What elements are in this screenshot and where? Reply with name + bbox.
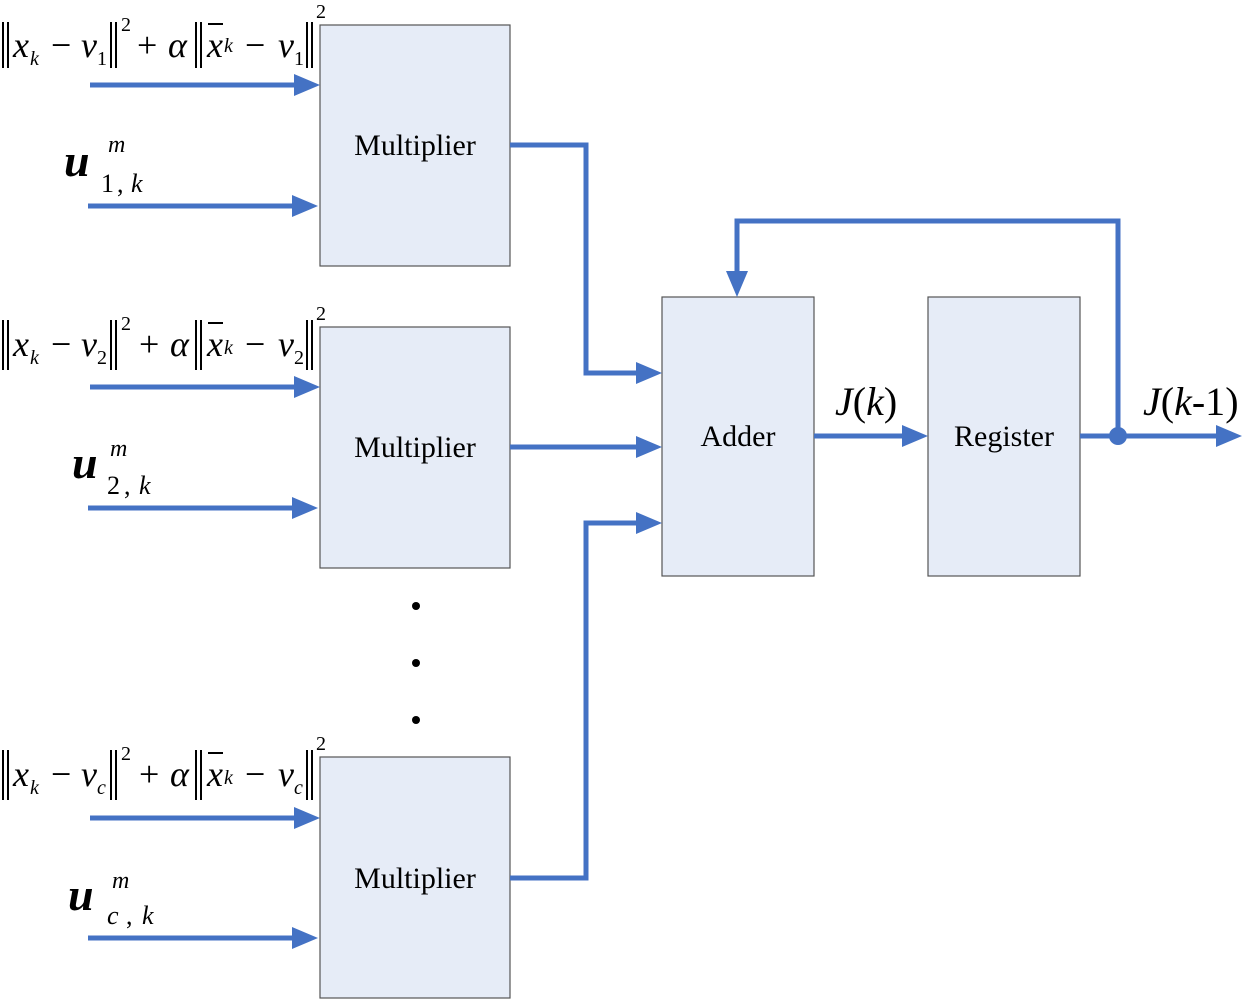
arrowhead	[636, 512, 662, 534]
membership-symbol-1: u	[64, 135, 90, 186]
svg-text:xk−v1: xk−v1	[12, 25, 107, 70]
distance-formula-2: xk−v2 2 +α xk−v2 2	[2, 303, 326, 370]
svg-text:+α: +α	[139, 324, 190, 364]
arrowhead	[636, 362, 662, 384]
svg-text:2: 2	[121, 313, 131, 335]
multiplier-block-1	[319, 24, 511, 267]
arrowhead	[294, 74, 320, 96]
membership-symbol-c: u	[68, 869, 94, 920]
arrowhead	[292, 927, 318, 949]
junction-dot	[1109, 427, 1127, 445]
svg-text:xk−v1: xk−v1	[206, 25, 304, 70]
multiplier-block-c	[319, 756, 511, 999]
arrowhead	[902, 425, 928, 447]
svg-text:2: 2	[121, 743, 131, 765]
svg-text:xk−v2: xk−v2	[206, 324, 304, 369]
wire-multiplier-1-to-adder	[510, 142, 640, 376]
adder-block	[661, 296, 815, 577]
multiplier-label-c: Multiplier	[354, 862, 476, 895]
wire-multiplier-c-to-adder	[510, 520, 640, 881]
svg-text:2: 2	[121, 14, 131, 36]
membership-subscript-c: c,k	[107, 901, 154, 930]
arrowhead	[636, 436, 662, 458]
membership-exponent-2: m	[110, 436, 127, 462]
svg-text:+α: +α	[137, 25, 188, 65]
ellipsis-dot	[412, 659, 420, 667]
ellipsis-dot	[412, 602, 420, 610]
distance-formula-c: xk−vc 2 +α xk−vc 2	[2, 733, 326, 800]
register-block	[927, 296, 1081, 577]
arrowhead	[1216, 425, 1242, 447]
wire-feedback-loop	[734, 218, 1121, 436]
membership-subscript-2: 2,k	[107, 471, 151, 500]
register-label: Register	[954, 420, 1054, 453]
distance-formula-1: xk−v1 2 +α xk−v1 2	[2, 1, 326, 70]
membership-exponent-1: m	[108, 132, 125, 158]
register-output-label: J(k-1)	[1143, 379, 1239, 424]
svg-text:xk−v2: xk−v2	[12, 324, 107, 369]
svg-text:2: 2	[316, 733, 326, 755]
membership-symbol-2: u	[72, 437, 98, 488]
svg-text:xk−vc: xk−vc	[206, 754, 303, 799]
ellipsis-dot	[412, 716, 420, 724]
multiplier-label-2: Multiplier	[354, 431, 476, 464]
svg-text:2: 2	[316, 1, 326, 23]
multiplier-label-1: Multiplier	[354, 129, 476, 162]
arrowhead	[726, 271, 748, 297]
arrowhead	[292, 497, 318, 519]
multiplier-block-2	[319, 326, 511, 569]
adder-label: Adder	[701, 420, 776, 453]
arrowhead	[294, 807, 320, 829]
svg-text:+α: +α	[139, 754, 190, 794]
arrowhead	[294, 376, 320, 398]
arrowhead	[292, 195, 318, 217]
svg-text:xk−vc: xk−vc	[12, 754, 106, 799]
adder-output-label: J(k)	[835, 379, 897, 424]
membership-exponent-c: m	[112, 868, 129, 894]
membership-subscript-1: 1,k	[101, 169, 143, 198]
svg-text:2: 2	[316, 303, 326, 325]
